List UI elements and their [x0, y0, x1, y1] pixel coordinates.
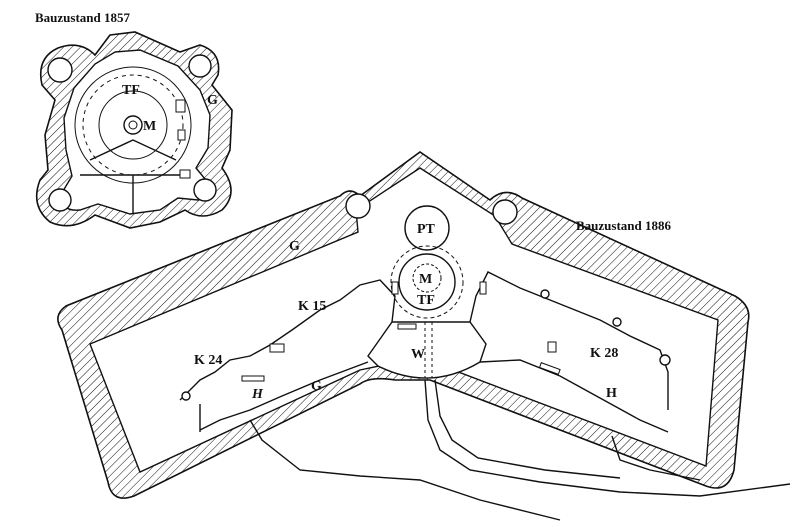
plan-1857-label-g: G — [207, 93, 218, 108]
plan-1857-tower-dashed-ring — [82, 74, 184, 176]
plan-1886-stairs-tower-right — [479, 281, 487, 295]
plan-1886-road-right — [611, 435, 701, 481]
plan-1886-well-left — [181, 391, 191, 401]
plan-1857-title: Bauzustand 1857 — [35, 10, 130, 25]
plan-1886-tower-pt — [404, 205, 450, 251]
plan-1857-center-core — [128, 120, 138, 130]
plan-1857-bastion-se — [193, 178, 217, 202]
plan-1886-bastion-left — [345, 193, 371, 219]
plan-1857-bastion-nw — [47, 57, 73, 83]
plan-1886-left-casemates-lower — [199, 361, 369, 431]
plan-1857-tower-inner-ring — [98, 90, 168, 160]
plan-1886: Bauzustand 1886 PT M TF G G W K 15 K 24 … — [57, 151, 791, 521]
plan-1857: Bauzustand 1857 TF M G — [35, 10, 233, 229]
plan-1886-stairs-right — [538, 362, 561, 375]
plan-1857-stairs-3 — [179, 169, 191, 179]
plan-1886-stairs-left — [241, 375, 265, 382]
plan-1886-label-k15: K 15 — [298, 299, 326, 314]
plan-1886-inner-court — [89, 167, 719, 473]
plan-1857-stairs-1 — [175, 99, 186, 113]
plan-1886-stairs-tower-left — [391, 281, 399, 295]
plan-1886-stairs-k24 — [269, 343, 285, 353]
plan-1886-left-casemates — [179, 279, 396, 401]
plan-1886-tower-core — [412, 263, 442, 293]
plan-1886-well-right — [540, 289, 550, 299]
plan-1886-title: Bauzustand 1886 — [576, 218, 671, 233]
plan-1886-bastion-right — [492, 199, 518, 225]
plan-1886-road-left — [249, 419, 561, 521]
plan-1886-stairs-k28 — [547, 341, 557, 353]
plan-1886-stairs-w — [397, 323, 417, 330]
plan-1886-label-k28: K 28 — [590, 346, 618, 361]
plan-1857-label-m: M — [143, 119, 156, 134]
plan-1886-road-center — [424, 379, 791, 497]
plan-1886-label-g-lower: G — [311, 379, 322, 394]
plan-1857-label-tf: TF — [122, 83, 140, 98]
plan-1886-label-h-left: H — [251, 387, 264, 402]
plan-1886-label-k24: K 24 — [194, 353, 222, 368]
plan-1886-tower-dashed-ring — [390, 245, 464, 319]
plan-1886-tower-ring — [398, 253, 456, 311]
plan-1886-label-h-right: H — [606, 386, 617, 401]
plan-1886-road-center-2 — [434, 379, 621, 479]
plan-1886-label-w: W — [411, 347, 425, 362]
plan-1857-wedge — [89, 139, 177, 161]
plan-1857-center-pillar — [123, 115, 143, 135]
plan-1886-label-m: M — [419, 272, 432, 287]
plan-1857-bastion-sw — [48, 188, 72, 212]
plan-1857-bastion-ne — [188, 54, 212, 78]
plan-1886-right-casemates-lower — [479, 359, 669, 433]
plan-1857-stairs-2 — [177, 129, 186, 141]
plan-1886-label-pt: PT — [417, 222, 436, 237]
plan-1886-well-right-3 — [659, 354, 671, 366]
plan-1886-label-g-upper: G — [289, 239, 300, 254]
plan-1886-well-right-2 — [612, 317, 622, 327]
plan-1886-label-tf: TF — [417, 293, 435, 308]
